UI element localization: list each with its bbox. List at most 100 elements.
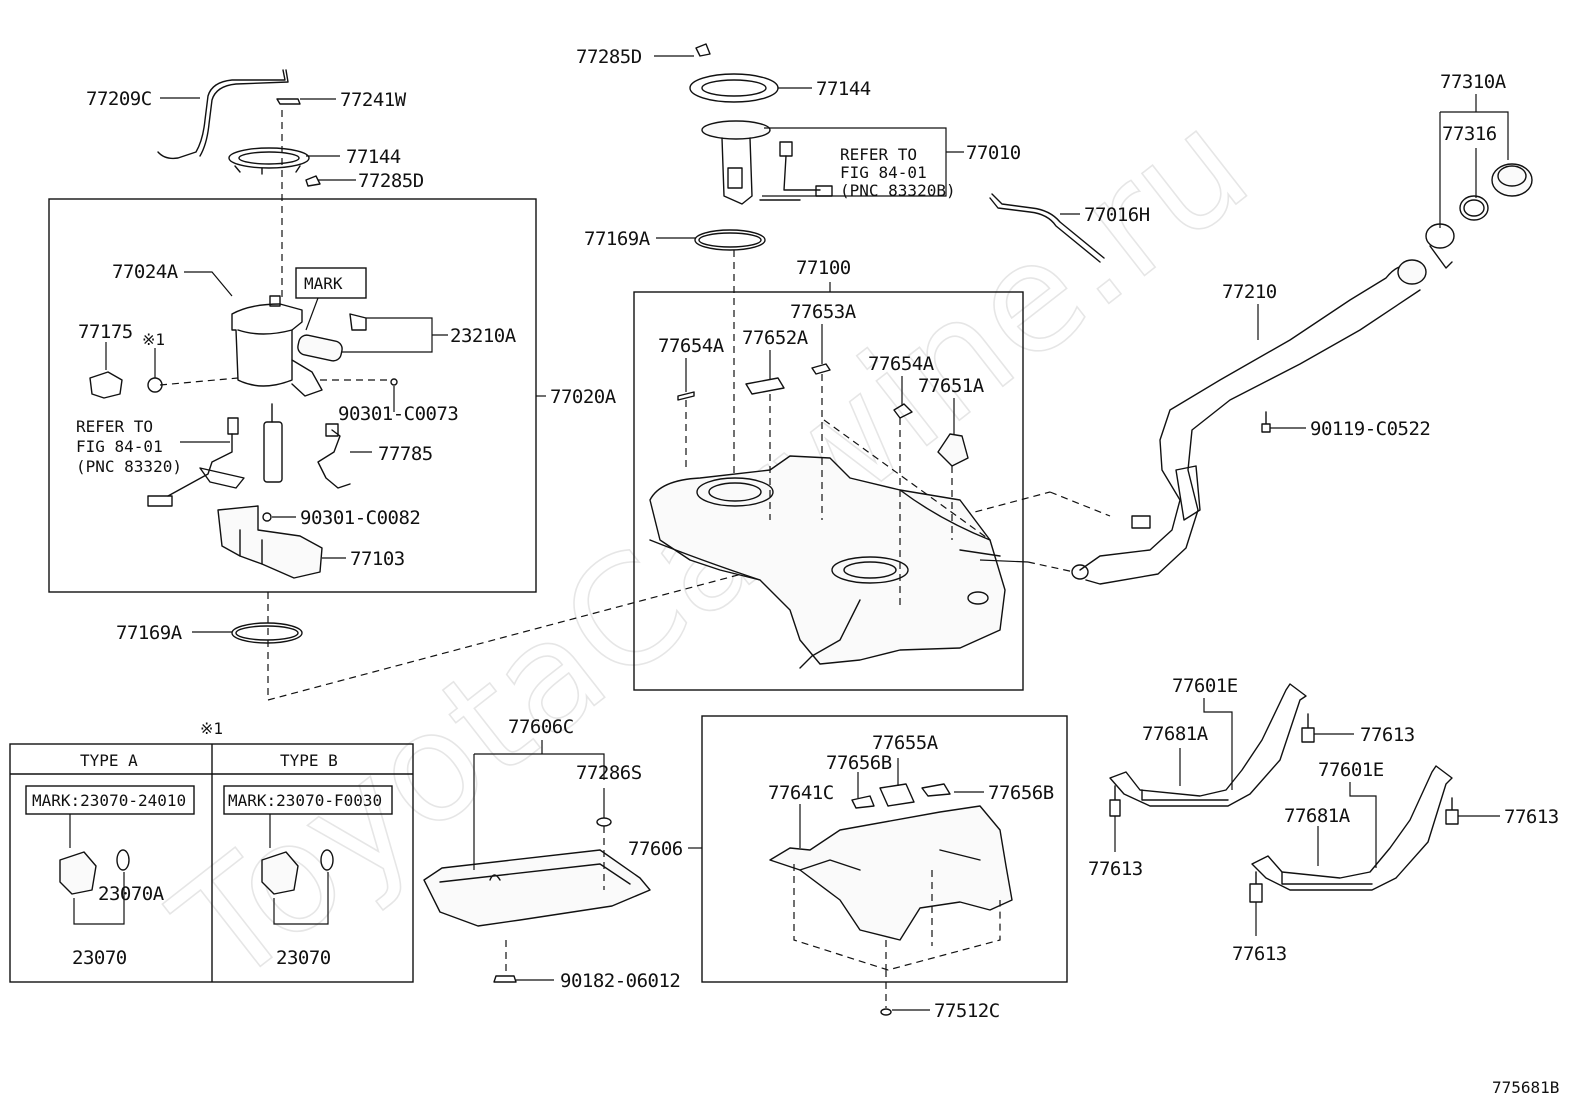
pad-77656B-left xyxy=(851,795,875,809)
bolt-77613-d xyxy=(1249,871,1263,903)
part-23070-type-a xyxy=(59,849,130,895)
label-refer1-line3: (PNC 83320) xyxy=(76,457,182,476)
filler-pipe-77210 xyxy=(1071,259,1427,585)
label-77601E-upper: 77601E xyxy=(1172,675,1238,697)
label-77613-b: 77613 xyxy=(1088,858,1143,880)
label-77652A: 77652A xyxy=(742,327,809,349)
label-77601E-lower: 77601E xyxy=(1318,759,1384,781)
label-23070-type-a: 23070 xyxy=(72,947,127,969)
label-77210: 77210 xyxy=(1222,281,1277,303)
label-note1-a: ※1 xyxy=(142,330,165,349)
label-mark-type-b: MARK:23070-F0030 xyxy=(228,791,382,810)
label-23070-type-b: 23070 xyxy=(276,947,331,969)
sub-tank-77103 xyxy=(217,505,323,579)
label-90119-C0522: 90119-C0522 xyxy=(1310,418,1430,440)
label-77016H: 77016H xyxy=(1084,204,1150,226)
part-77175 xyxy=(89,371,123,399)
label-90182-06012: 90182-06012 xyxy=(560,970,680,992)
retainer-ring-77144-left xyxy=(228,147,310,175)
mark-callout xyxy=(295,267,367,331)
oring-90301-C0082 xyxy=(262,512,272,522)
sender-gauge xyxy=(147,417,245,507)
part-labels: 77209C 77241W 77144 77285D 77024A MARK 2… xyxy=(32,46,1559,1097)
label-77241W: 77241W xyxy=(340,89,407,111)
label-90301-C0082: 90301-C0082 xyxy=(300,507,420,529)
bolt-77613-b xyxy=(1109,785,1121,817)
gasket-77316 xyxy=(1459,195,1489,221)
label-77653A: 77653A xyxy=(790,301,857,323)
label-77175: 77175 xyxy=(78,321,133,343)
label-77606: 77606 xyxy=(628,838,683,860)
label-77010: 77010 xyxy=(966,142,1021,164)
label-77169A-left: 77169A xyxy=(116,622,183,644)
label-77656B-left: 77656B xyxy=(826,752,892,774)
bolt-77613-a xyxy=(1301,713,1315,743)
fuel-hose-77209C xyxy=(157,69,289,160)
label-23210A: 23210A xyxy=(450,325,517,347)
label-note1-b: ※1 xyxy=(200,719,223,738)
pad-77654A-right xyxy=(893,403,913,419)
wire-harness-77785 xyxy=(317,423,351,489)
fuel-tank-77100 xyxy=(649,455,1006,669)
label-77024A: 77024A xyxy=(112,261,179,283)
insulator-77641C xyxy=(769,805,1013,941)
part-note1 xyxy=(147,377,163,393)
gasket-77285D-left xyxy=(305,175,321,187)
insulator-box-77606 xyxy=(701,715,1068,983)
gasket-77285D-top xyxy=(695,43,711,57)
figure-id: 775681B xyxy=(1492,1078,1559,1097)
label-77100: 77100 xyxy=(796,257,851,279)
fuel-cap-77310A xyxy=(1491,163,1533,197)
protector-77651A xyxy=(937,433,969,467)
label-77103: 77103 xyxy=(350,548,405,570)
gasket-77169A-left xyxy=(231,622,303,644)
protector-77606C xyxy=(423,849,651,927)
fuel-hose-77016H xyxy=(989,193,1105,263)
label-refer2-line3: (PNC 83320B) xyxy=(840,181,956,200)
gasket-77169A-top xyxy=(694,229,766,251)
label-refer2-line1: REFER TO xyxy=(840,145,917,164)
clip-77512C xyxy=(880,1008,892,1016)
label-77785: 77785 xyxy=(378,443,433,465)
pad-77654A-left xyxy=(677,391,695,401)
label-77316: 77316 xyxy=(1442,123,1497,145)
label-77169A-top: 77169A xyxy=(584,228,651,250)
clip-77241W xyxy=(276,98,301,105)
oring-90301-C0073 xyxy=(390,378,398,386)
clip-77286S xyxy=(596,817,612,827)
pad-77655A xyxy=(879,783,915,807)
retainer-ring-77144-top xyxy=(689,73,779,103)
fuel-pump-23210A xyxy=(297,313,367,362)
assembly-box-77020A xyxy=(48,198,537,593)
tank-band-77601E-upper xyxy=(1109,683,1307,807)
pad-77652A xyxy=(745,377,785,395)
label-refer1-line2: FIG 84-01 xyxy=(76,437,163,456)
pad-77653A xyxy=(811,363,831,375)
label-77654A-left: 77654A xyxy=(658,335,725,357)
pump-assembly-77010 xyxy=(701,120,801,205)
fuel-pump-bracket-77024A xyxy=(231,295,323,397)
label-77285D-left: 77285D xyxy=(358,170,424,192)
tank-band-77601E-lower xyxy=(1251,765,1453,891)
label-77681A-lower: 77681A xyxy=(1284,805,1351,827)
fuel-tank-box-77100 xyxy=(633,291,1024,691)
cap-ring xyxy=(1425,223,1455,269)
label-77651A: 77651A xyxy=(918,375,985,397)
label-77654A-right: 77654A xyxy=(868,353,935,375)
label-mark: MARK xyxy=(304,274,343,293)
clip-90182-06012 xyxy=(493,975,517,983)
label-77020A: 77020A xyxy=(550,386,617,408)
label-77144-top: 77144 xyxy=(816,78,871,100)
label-77613-a: 77613 xyxy=(1360,724,1415,746)
label-type-b: TYPE B xyxy=(280,751,338,770)
sender-gauge-83320B xyxy=(779,141,833,197)
label-type-a: TYPE A xyxy=(80,751,138,770)
label-77681A-upper: 77681A xyxy=(1142,723,1209,745)
label-refer1-line1: REFER TO xyxy=(76,417,153,436)
label-77209C: 77209C xyxy=(86,88,152,110)
label-77613-c: 77613 xyxy=(1504,806,1559,828)
label-23070A: 23070A xyxy=(98,883,165,905)
label-refer2-line2: FIG 84-01 xyxy=(840,163,927,182)
label-77512C: 77512C xyxy=(934,1000,1000,1022)
